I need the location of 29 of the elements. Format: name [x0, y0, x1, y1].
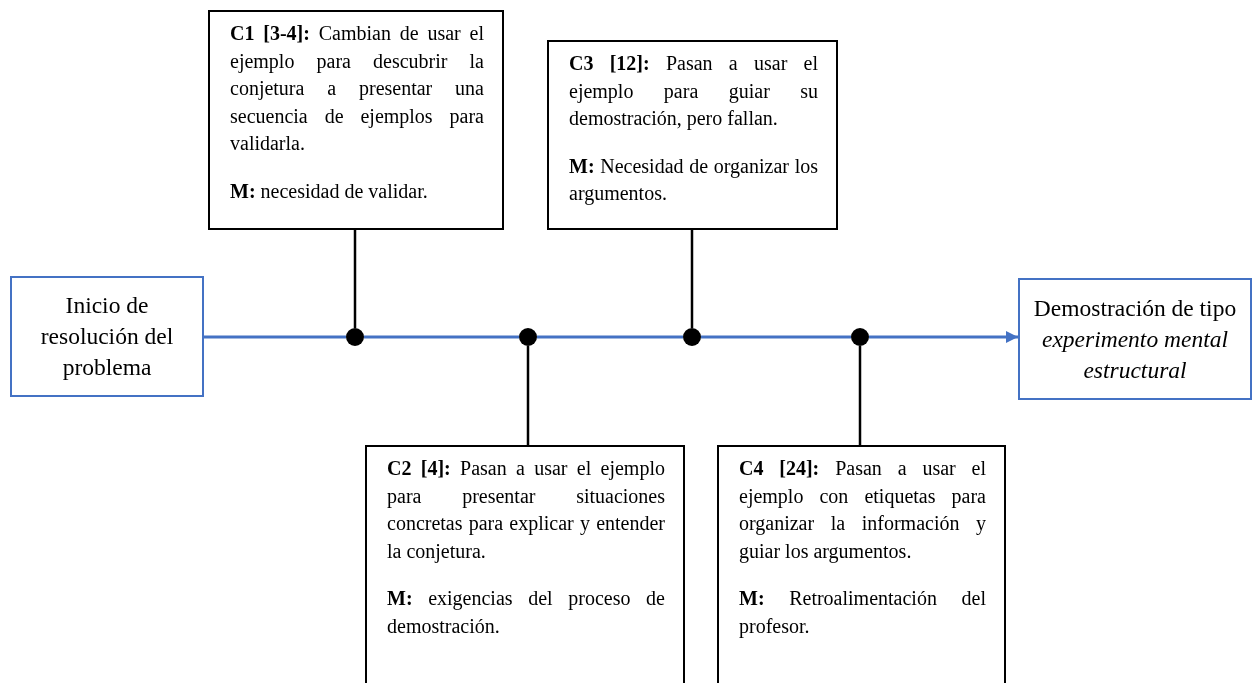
connector-line: [353, 230, 357, 328]
timeline-dot: [519, 328, 537, 346]
milestone-description: C1 [3-4]: Cambian de usar el ejemplo para descubrir la conjetura a presentar una secuencia de ejemplos para validarla.: [230, 21, 484, 156]
endpoint-box: [1018, 278, 1252, 400]
connector-line: [204, 335, 346, 339]
motive-text: M: necesidad de validar.: [230, 178, 429, 204]
connector-line: [364, 335, 519, 339]
timeline-dot: [683, 328, 701, 346]
motive-text: M: Necesidad de organizar los argumentos.: [569, 153, 818, 207]
connector-line: [858, 346, 862, 445]
milestone-description: C4 [24]: Pasan a usar el ejemplo con etiquetas para organizar la información y guiar los argumentos.: [739, 456, 986, 565]
connector-line: [537, 335, 683, 339]
milestone-description: C2 [4]: Pasan a usar el ejemplo para presentar situaciones concretas para explicar y entender la conjetura.: [387, 456, 665, 565]
connector-line: [690, 230, 694, 328]
arrow: [869, 331, 1018, 343]
endpoint-label: Demostración de tipo experimento mental estructural: [1032, 293, 1238, 385]
milestone-box: [547, 40, 838, 230]
motive-text: M: exigencias del proceso de demostración.: [387, 586, 665, 639]
motive-text: M: Retroalimentación del profesor.: [739, 586, 986, 640]
connector-line: [701, 335, 851, 339]
milestone-box: [717, 445, 1006, 683]
milestone-box: [365, 445, 685, 683]
timeline-dot: [851, 328, 869, 346]
milestone-description: C3 [12]: Pasan a usar el ejemplo para guiar su demostración, pero fallan.: [569, 51, 818, 132]
milestone-box: [208, 10, 504, 230]
endpoint-label: Inicio de resolución del problema: [39, 291, 175, 382]
connector-line: [526, 346, 530, 445]
timeline-dot: [346, 328, 364, 346]
endpoint-box: [10, 276, 204, 397]
